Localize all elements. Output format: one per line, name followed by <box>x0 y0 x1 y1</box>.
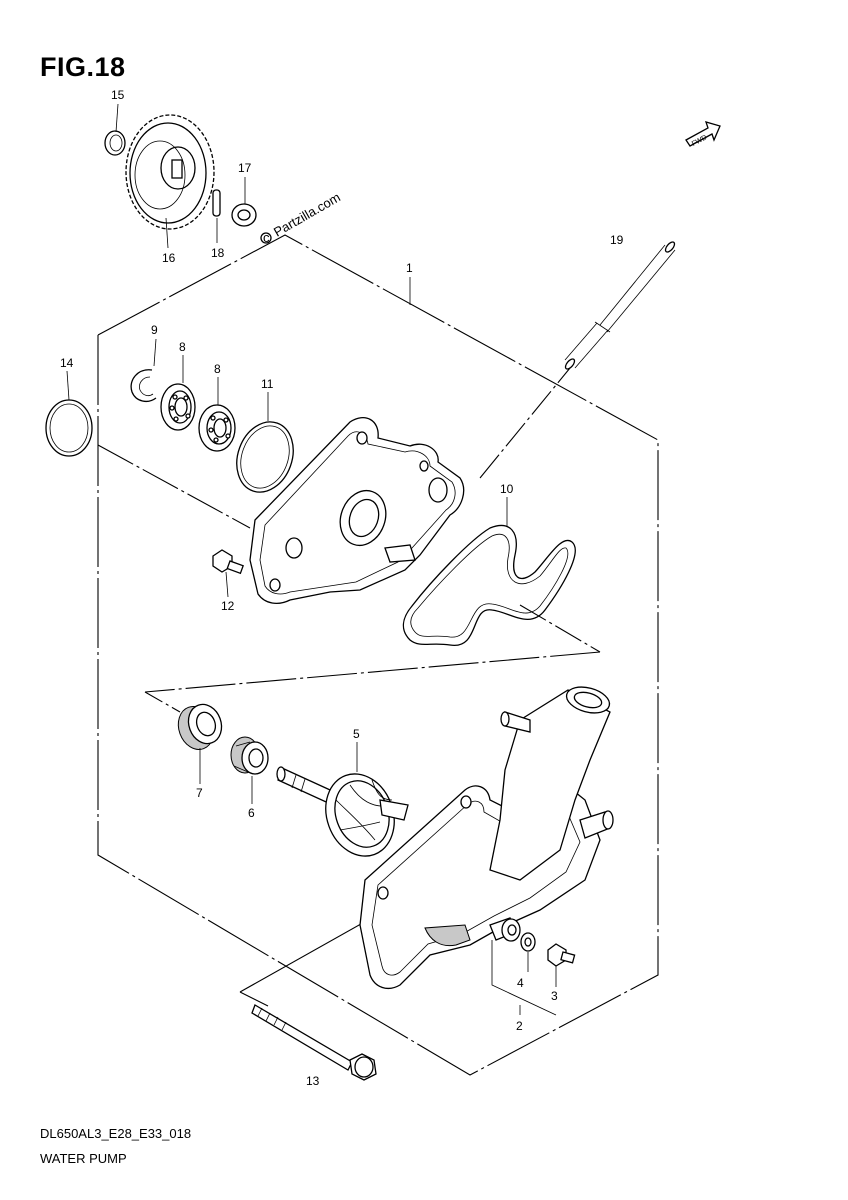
pump-body <box>359 686 614 989</box>
diagram-code: DL650AL3_E28_E33_018 <box>40 1126 192 1141</box>
part-8-bearing-left <box>160 383 196 431</box>
part-8-bearing-right <box>198 404 236 452</box>
callout-10: 10 <box>500 482 514 496</box>
part-15-circlip <box>104 130 126 156</box>
leader-lines <box>66 103 557 1016</box>
diagram-name: WATER PUMP <box>40 1151 127 1166</box>
callout-8-b: 8 <box>214 362 221 376</box>
callout-15: 15 <box>111 88 125 102</box>
callout-3: 3 <box>551 989 558 1003</box>
callout-13: 13 <box>306 1074 320 1088</box>
callout-2: 2 <box>516 1019 523 1033</box>
part-4-washer <box>520 932 536 952</box>
part-13-long-bolt <box>251 1004 377 1081</box>
part-19-rod <box>564 241 676 370</box>
callout-18: 18 <box>211 246 225 260</box>
callouts: 15 16 18 17 1 19 14 9 8 8 11 12 10 5 7 6… <box>60 88 624 1088</box>
part-17-washer <box>231 203 257 227</box>
part-3-drain-bolt <box>547 943 576 967</box>
callout-16: 16 <box>162 251 176 265</box>
callout-12: 12 <box>221 599 235 613</box>
part-12-bolt <box>212 549 244 575</box>
part-14-o-ring <box>45 399 93 457</box>
callout-19: 19 <box>610 233 624 247</box>
callout-9: 9 <box>151 323 158 337</box>
watermark-text: Partzilla.com <box>271 189 343 239</box>
callout-6: 6 <box>248 806 255 820</box>
part-7-oil-seal <box>177 703 223 750</box>
callout-11: 11 <box>261 377 274 391</box>
callout-5: 5 <box>353 727 360 741</box>
part-6-mechanical-seal <box>230 736 269 775</box>
copyright-icon <box>260 232 272 244</box>
watermark: c Partzilla.com <box>260 189 343 245</box>
svg-text:c: c <box>263 230 270 245</box>
callout-1: 1 <box>406 261 413 275</box>
assembly-outline <box>97 234 659 1076</box>
part-10-gasket <box>402 524 576 646</box>
callout-14: 14 <box>60 356 74 370</box>
pump-cover-plate <box>249 417 465 605</box>
callout-4: 4 <box>517 976 524 990</box>
part-16-gear <box>125 114 215 230</box>
part-9-e-clip <box>130 369 157 403</box>
forward-arrow-icon: FWD <box>685 121 721 148</box>
part-18-pin <box>212 189 221 217</box>
callout-8-a: 8 <box>179 340 186 354</box>
part-11-o-ring <box>236 421 294 493</box>
part-2-washer <box>501 918 521 942</box>
figure-title: FIG.18 <box>40 52 126 82</box>
callout-7: 7 <box>196 786 203 800</box>
callout-17: 17 <box>238 161 252 175</box>
part-5-impeller-shaft <box>276 766 409 857</box>
